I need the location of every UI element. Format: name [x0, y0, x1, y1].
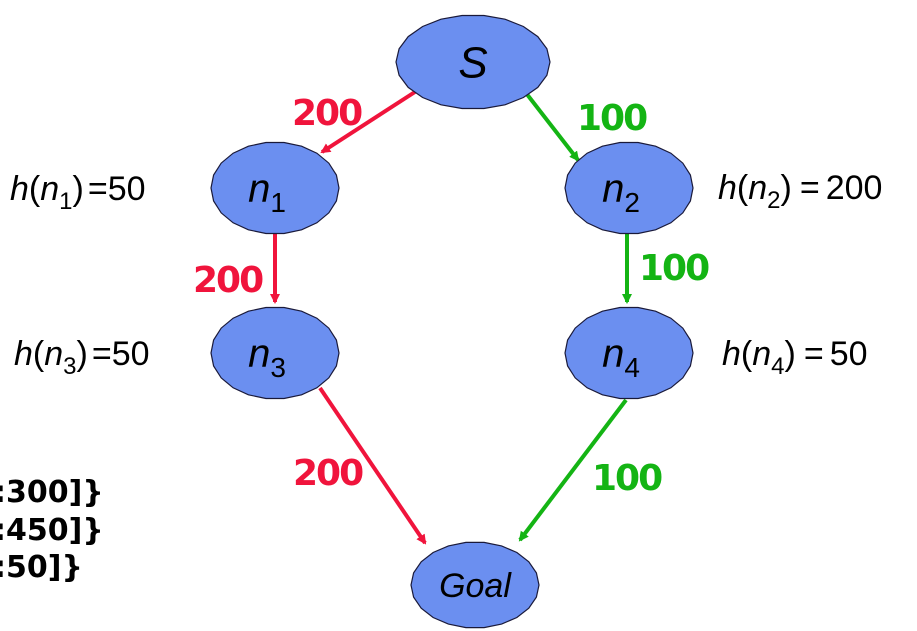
truncated-text-line: :300]}: [0, 475, 104, 510]
paren-open: (: [33, 335, 45, 373]
heuristic-n1: h(n1)=50: [10, 170, 146, 215]
paren-open: (: [741, 335, 753, 373]
heuristic-n4: h(n4)=50: [722, 335, 868, 380]
edge-n4-goal: [518, 398, 628, 542]
edge-weight-n4-goal: 100: [592, 458, 662, 499]
paren-open: (: [737, 169, 749, 207]
node-label-n4: n4: [602, 332, 640, 383]
heuristic-func: h: [10, 170, 29, 208]
heuristic-value: 50: [112, 335, 150, 373]
node-label-s: S: [458, 38, 487, 87]
heuristic-sub: 3: [63, 353, 76, 380]
heuristic-sub: 2: [767, 187, 780, 214]
node-n2: [564, 141, 694, 235]
node-label-subscript: 2: [624, 187, 640, 218]
heuristic-func: h: [722, 335, 741, 373]
heuristic-var: n: [40, 170, 59, 208]
node-n1: [210, 141, 340, 235]
paren-close: ): [785, 335, 796, 373]
node-label-n1: n1: [248, 167, 286, 218]
edge-weight-n3-goal: 200: [293, 453, 363, 494]
node-label-n2: n2: [602, 167, 640, 218]
heuristic-var: n: [44, 335, 63, 373]
heuristic-sub: 4: [771, 353, 784, 380]
heuristic-value: 200: [826, 169, 883, 207]
node-label-goal: Goal: [439, 567, 512, 605]
heuristic-n3: h(n3)=50: [14, 335, 150, 380]
edge-s-n1: [320, 88, 420, 154]
heuristic-func: h: [718, 169, 737, 207]
node-label-n3: n3: [248, 332, 286, 383]
node-label-main: n: [602, 167, 624, 211]
node-label-subscript: 3: [270, 352, 286, 383]
heuristic-eq: =: [92, 335, 112, 373]
heuristic-func: h: [14, 335, 33, 373]
truncated-text-line: :450]}: [0, 513, 104, 548]
heuristic-eq: =: [88, 170, 108, 208]
edge-n3-goal: [318, 386, 427, 545]
node-s: [395, 14, 551, 110]
edge-s-n2: [524, 91, 580, 162]
node-label-main: n: [248, 332, 270, 376]
paren-close: ): [73, 170, 84, 208]
heuristic-sub: 1: [59, 188, 72, 215]
edge-weight-s-n1: 200: [292, 93, 362, 134]
node-label-main: n: [602, 332, 624, 376]
heuristic-eq: =: [800, 169, 820, 207]
node-n4: [564, 306, 694, 400]
heuristic-var: n: [752, 335, 771, 373]
truncated-text-line: :50]}: [0, 550, 83, 585]
edge-weight-n1-n3: 200: [193, 260, 263, 301]
node-label-main: Goal: [439, 567, 512, 605]
paren-open: (: [29, 170, 41, 208]
paren-close: ): [781, 169, 792, 207]
paren-close: ): [77, 335, 88, 373]
node-label-subscript: 4: [624, 352, 640, 383]
edge-weight-n2-n4: 100: [639, 248, 709, 289]
heuristic-eq: =: [804, 335, 824, 373]
heuristic-value: 50: [830, 335, 868, 373]
heuristic-n2: h(n2)=200: [718, 169, 882, 214]
node-label-subscript: 1: [270, 187, 286, 218]
heuristic-var: n: [748, 169, 767, 207]
edge-weight-s-n2: 100: [577, 98, 647, 139]
node-label-main: S: [458, 38, 487, 87]
heuristic-value: 50: [108, 170, 146, 208]
node-goal: [410, 541, 540, 629]
node-n3: [210, 306, 340, 400]
node-label-main: n: [248, 167, 270, 211]
